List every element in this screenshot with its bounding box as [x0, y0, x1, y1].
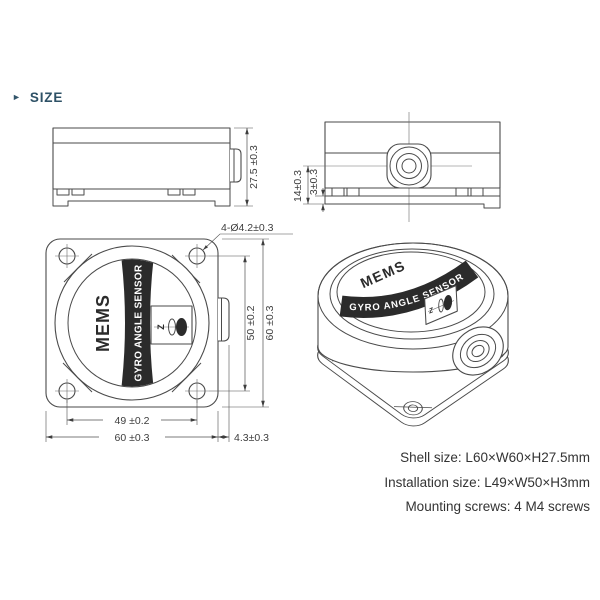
- front-connector: [218, 297, 230, 342]
- rear-base-thickness-dim: 3±0.3: [308, 169, 320, 195]
- section-header: ► SIZE: [12, 90, 63, 105]
- brand-text: MEMS: [93, 294, 113, 352]
- height-dim: 60 ±0.3: [264, 305, 276, 340]
- front-view: GYRO ANGLE SENSOR MEMS Z 4-Ø4.2±0.3: [45, 222, 293, 444]
- section-title: SIZE: [29, 90, 64, 105]
- side-view: 27.5 ±0.3: [52, 127, 260, 207]
- hole-pitch-v-dim: 50 ±0.2: [245, 305, 257, 340]
- side-height-dim: 27.5 ±0.3: [248, 145, 260, 189]
- spec-shell-size: Shell size: L60×W60×H27.5mm: [400, 450, 590, 465]
- spec-installation-size: Installation size: L49×W50×H3mm: [384, 474, 590, 490]
- svg-text:Z: Z: [156, 324, 166, 330]
- band-text: GYRO ANGLE SENSOR: [134, 264, 145, 381]
- rear-center-height-dim: 14±0.3: [292, 170, 304, 202]
- side-connector: [230, 148, 242, 183]
- hole-pitch-h-dim: 49 ±0.2: [115, 415, 150, 427]
- iso-z-axis-icon: Z: [424, 284, 458, 326]
- rear-view: 14±0.3 3±0.3: [292, 112, 501, 222]
- rear-connector: [386, 143, 432, 189]
- iso-connector: [452, 326, 504, 376]
- spec-mounting-screws: Mounting screws: 4 M4 screws: [405, 499, 590, 514]
- mounting-holes: [55, 244, 209, 403]
- label-band: [121, 259, 154, 387]
- spec-list: Shell size: L60×W60×H27.5mm Installation…: [384, 446, 590, 520]
- iso-label-band: [339, 260, 479, 318]
- z-axis-icon: Z: [150, 305, 193, 345]
- width-dim: 60 ±0.3: [115, 432, 150, 444]
- holes-callout: 4-Ø4.2±0.3: [221, 222, 274, 234]
- iso-view: GYRO ANGLE SENSOR MEMS Z: [317, 242, 509, 427]
- section-bullet-icon: ►: [12, 92, 21, 102]
- svg-text:Z: Z: [429, 305, 434, 316]
- connector-offset-dim: 4.3±0.3: [234, 432, 269, 444]
